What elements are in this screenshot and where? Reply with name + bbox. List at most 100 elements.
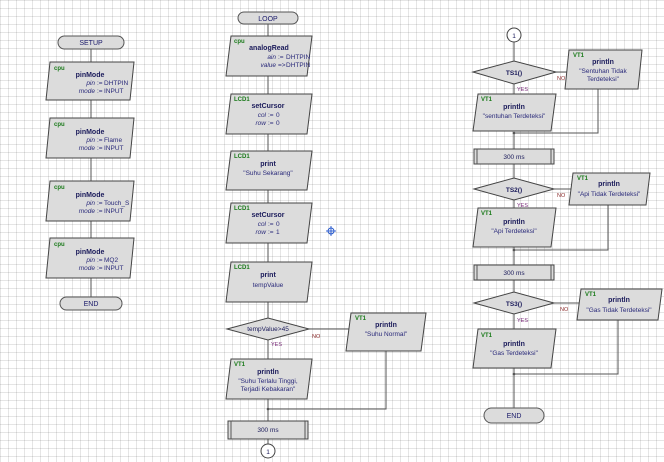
junction-dots <box>266 131 516 411</box>
param-op: := <box>97 80 103 87</box>
right-connector[interactable]: 1 <box>506 27 522 43</box>
right-end-terminal[interactable]: END <box>483 407 545 424</box>
ts2-yes-block[interactable]: VT1 println "Api Terdeteksi" <box>472 207 557 248</box>
param-value: 1 <box>276 229 280 236</box>
delay-value: 300 ms <box>257 427 279 434</box>
param-key: col <box>258 112 267 119</box>
function-name: setCursor <box>251 103 284 110</box>
loop-start-terminal[interactable]: LOOP <box>237 11 299 25</box>
decision-ts1[interactable]: TS1() <box>471 60 558 85</box>
param-op: := <box>268 120 274 127</box>
param-key: row <box>256 120 268 127</box>
decision-ts3[interactable]: TS3() <box>472 291 556 315</box>
setup-block-4[interactable]: cpu pinMode pin := MQ2 mode := INPUT <box>45 237 135 279</box>
yes-label: YES <box>517 87 528 93</box>
block-tag: LCD1 <box>234 154 250 160</box>
loop-block-println-normal[interactable]: VT1 println "Suhu Normal" <box>345 312 427 352</box>
function-name: setCursor <box>251 212 284 219</box>
function-name: println <box>503 219 525 226</box>
decision-condition: TS3() <box>506 301 522 308</box>
setup-end-label: END <box>84 301 99 308</box>
block-tag: cpu <box>54 122 65 128</box>
function-name: println <box>503 341 525 348</box>
no-label: NO <box>557 193 566 199</box>
ts2-no-block[interactable]: VT1 println "Api Tidak Terdeteksi" <box>568 172 651 206</box>
loop-delay[interactable]: 300 ms <box>227 420 309 440</box>
loop-block-print-1[interactable]: LCD1 print "Suhu Sekarang" <box>225 150 313 191</box>
param-op: := <box>268 229 274 236</box>
loop-block-analogread[interactable]: cpu analogRead ain := DHTPIN value => DH… <box>225 35 313 77</box>
function-name: println <box>608 297 630 304</box>
param-key: mode <box>79 145 96 152</box>
loop-block-setcursor-1[interactable]: LCD1 setCursor col := 0 row := 0 <box>225 93 313 135</box>
param-op: := <box>97 200 103 207</box>
function-name: pinMode <box>76 129 105 136</box>
ts1-yes-block[interactable]: VT1 println "sentuhan Terdeteksi" <box>472 93 557 132</box>
loop-block-setcursor-2[interactable]: LCD1 setCursor col := 0 row := 1 <box>225 202 313 244</box>
block-tag: VT1 <box>234 362 246 368</box>
connector-label: 1 <box>512 33 516 40</box>
param-key: mode <box>79 88 96 95</box>
yes-label: YES <box>517 203 528 209</box>
param-value: INPUT <box>104 208 124 215</box>
decision-ts2[interactable]: TS2() <box>472 177 556 201</box>
loop-connector[interactable]: 1 <box>260 443 276 459</box>
ts3-yes-block[interactable]: VT1 println "Gas Terdeteksi" <box>472 328 557 369</box>
param-key: mode <box>79 208 96 215</box>
block-tag: VT1 <box>481 97 493 103</box>
decision-condition: tempValue>45 <box>247 326 289 333</box>
param-value: 0 <box>276 112 280 119</box>
function-name: analogRead <box>249 45 289 52</box>
param-value: DHTPIN <box>286 62 311 69</box>
loop-start-label: LOOP <box>258 16 278 23</box>
block-tag: VT1 <box>355 316 367 322</box>
param-op: := <box>268 112 274 119</box>
setup-start-label: SETUP <box>79 40 103 47</box>
print-text: Terjadi Kebakaran" <box>241 386 296 393</box>
loop-block-println-alert[interactable]: VT1 println "Suhu Terlalu Tinggi, Terjad… <box>225 358 313 400</box>
param-key: col <box>258 221 267 228</box>
block-tag: VT1 <box>481 333 493 339</box>
ts1-delay[interactable]: 300 ms <box>473 148 555 165</box>
block-tag: LCD1 <box>234 97 250 103</box>
setup-block-1[interactable]: cpu pinMode pin := DHTPIN mode := INPUT <box>45 61 135 101</box>
block-tag: VT1 <box>481 211 493 217</box>
function-name: print <box>260 272 276 279</box>
loop-decision[interactable]: tempValue>45 <box>225 317 311 341</box>
decision-condition: TS1() <box>506 70 522 77</box>
ts3-no-block[interactable]: VT1 println "Gas Tidak Terdeteksi" <box>576 288 663 321</box>
param-value: DHTPIN <box>104 80 129 87</box>
param-value: DHTPIN <box>286 54 311 61</box>
print-text: "Api Tidak Terdeteksi" <box>578 191 641 198</box>
param-op: := <box>97 257 103 264</box>
param-value: INPUT <box>104 88 124 95</box>
ts2-delay[interactable]: 300 ms <box>473 264 555 281</box>
setup-block-3[interactable]: cpu pinMode pin := Touch_S mode := INPUT <box>45 180 135 222</box>
block-tag: VT1 <box>577 176 589 182</box>
setup-block-2[interactable]: cpu pinMode pin := Flame mode := INPUT <box>45 117 135 159</box>
param-value: 0 <box>276 221 280 228</box>
param-op: := <box>97 208 103 215</box>
setup-end-terminal[interactable]: END <box>59 296 123 311</box>
function-name: println <box>598 181 620 188</box>
function-name: pinMode <box>76 249 105 256</box>
print-text: tempValue <box>253 282 284 289</box>
block-tag: VT1 <box>585 292 597 298</box>
param-value: 0 <box>276 120 280 127</box>
block-tag: cpu <box>54 242 65 248</box>
param-value: INPUT <box>104 145 124 152</box>
setup-start-terminal[interactable]: SETUP <box>57 35 125 50</box>
function-name: println <box>257 369 279 376</box>
print-text: Terdeteksi" <box>587 76 620 83</box>
print-text: "sentuhan Terdeteksi" <box>483 113 546 120</box>
decision-condition: TS2() <box>506 187 522 194</box>
block-tag: cpu <box>54 185 65 191</box>
loop-block-print-2[interactable]: LCD1 print tempValue <box>225 261 313 303</box>
print-text: "Api Terdeteksi" <box>491 228 537 235</box>
function-name: pinMode <box>76 72 105 79</box>
right-end-label: END <box>507 413 522 420</box>
block-tag: cpu <box>234 39 245 45</box>
ts1-no-block[interactable]: VT1 println "Sentuhan Tidak Terdeteksi" <box>564 49 643 90</box>
